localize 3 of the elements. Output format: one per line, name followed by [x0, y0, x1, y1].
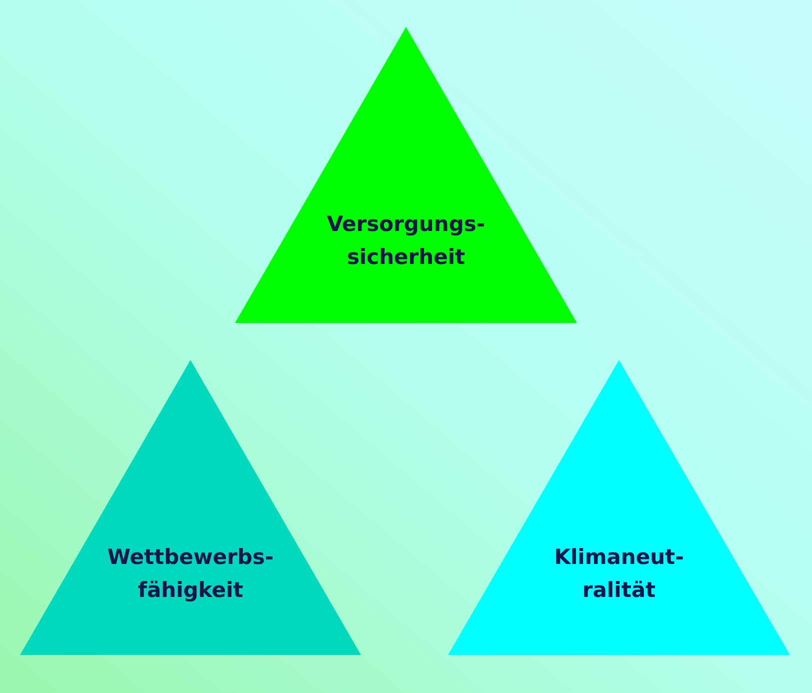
- triangle-label: Wettbewerbs- fähigkeit: [106, 544, 275, 604]
- triangle-label: Versorgungs- sicherheit: [326, 211, 486, 271]
- triangle-label: Klimaneut- ralität: [553, 544, 685, 604]
